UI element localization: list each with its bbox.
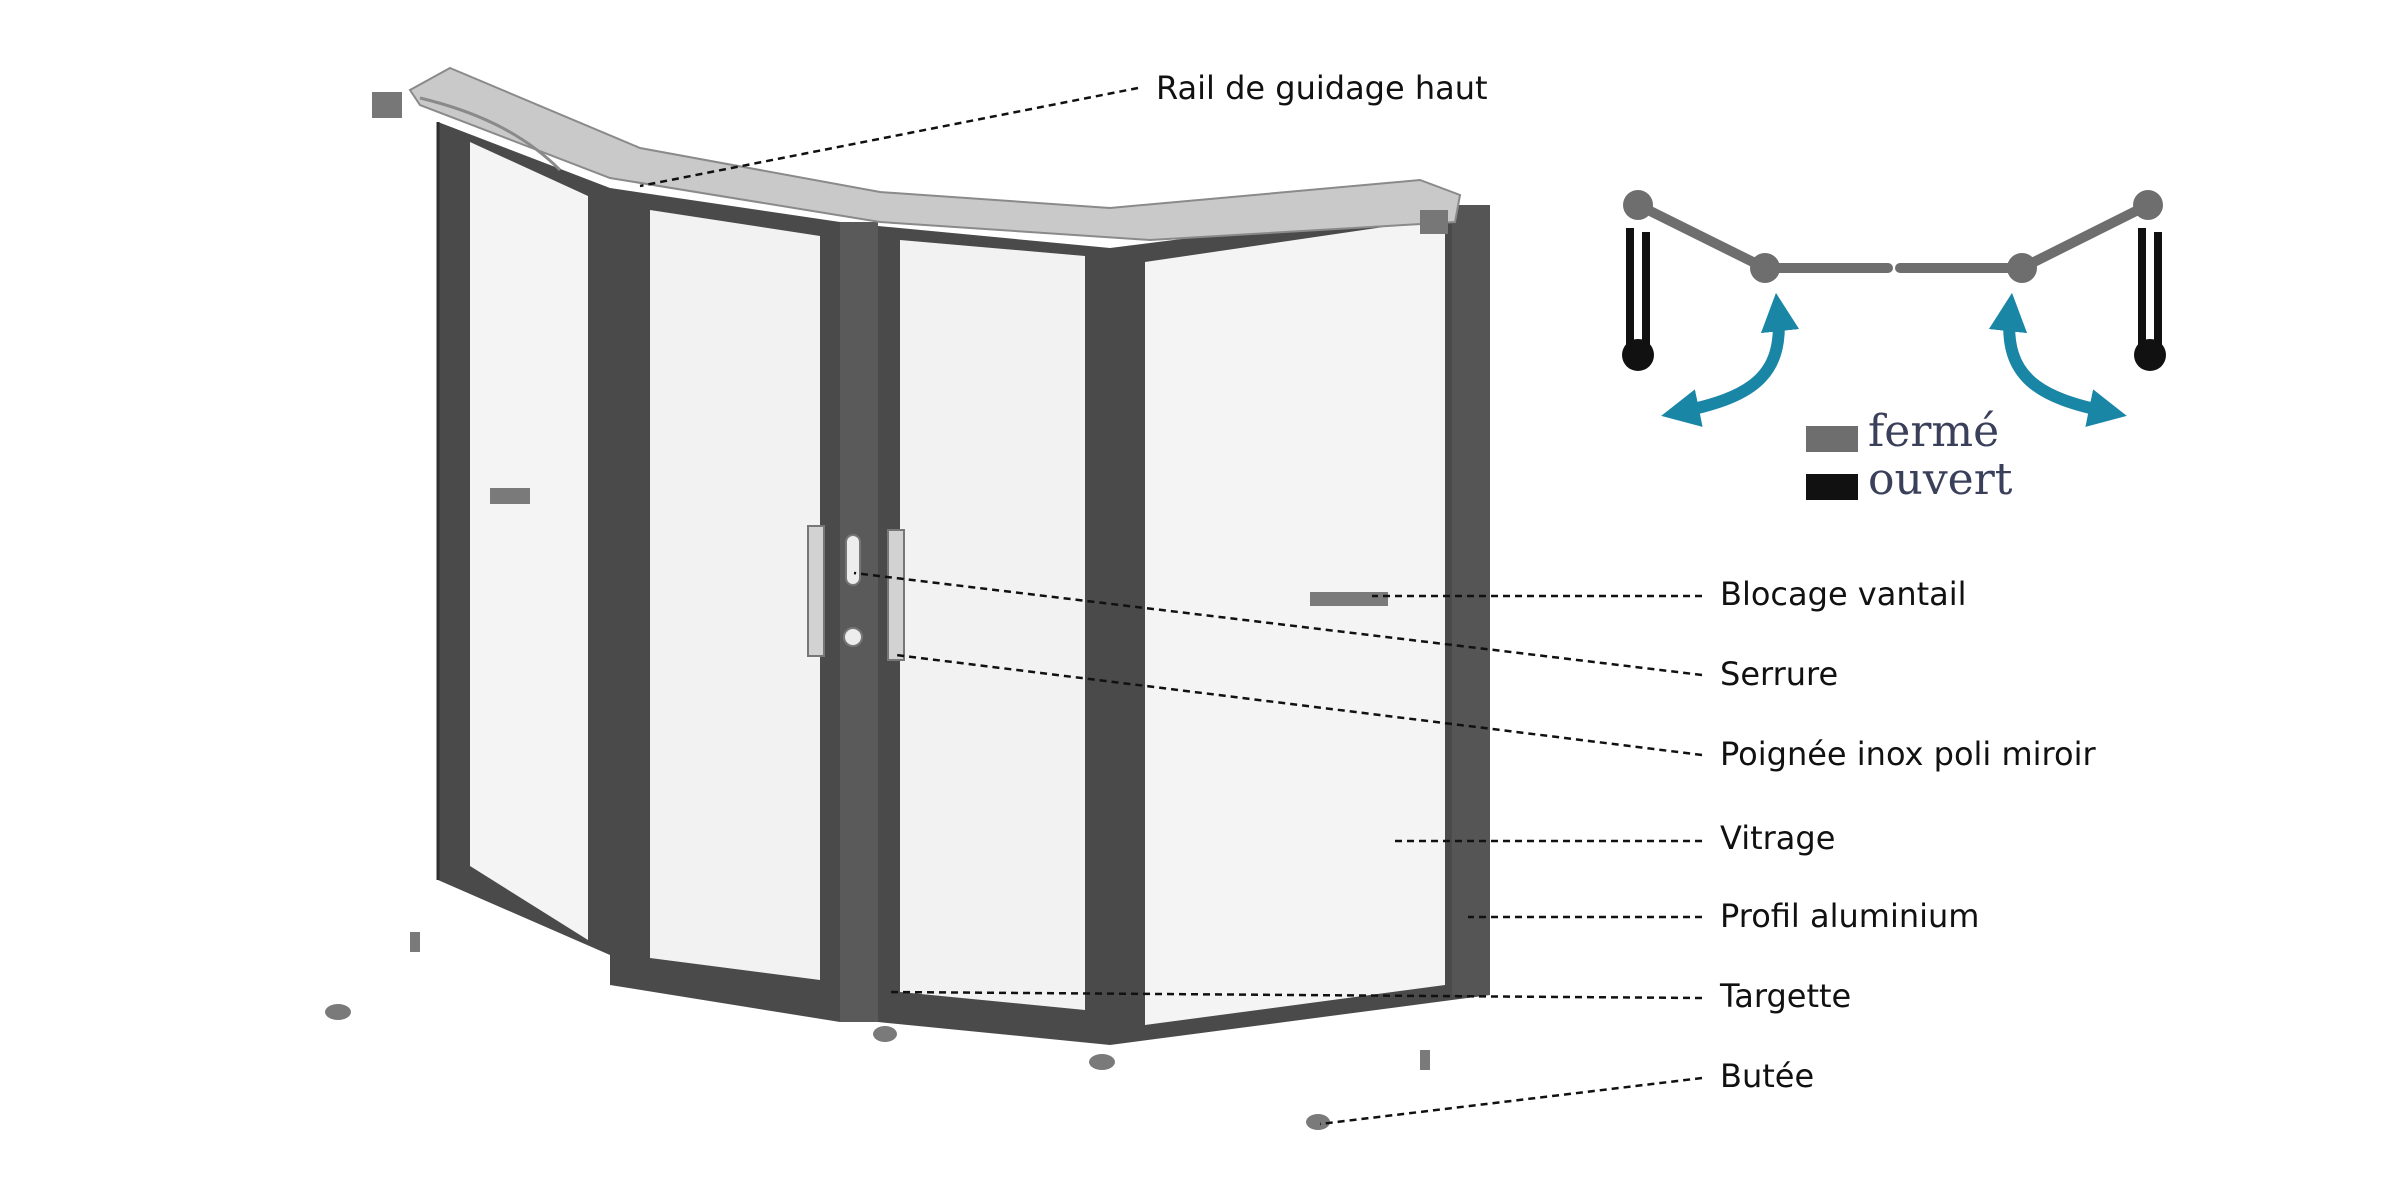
leader-poignee	[895, 653, 1703, 757]
opening-schema	[1622, 190, 2166, 427]
legend-open-swatch	[1806, 474, 1858, 500]
label-poignee: Poignée inox poli miroir	[1720, 735, 2096, 773]
label-targette: Targette	[1720, 977, 1852, 1015]
right-panel	[1110, 205, 1490, 1045]
legend-closed-label: fermé	[1868, 406, 2000, 457]
leader-rail	[639, 86, 1139, 188]
left-panel	[436, 122, 610, 955]
leaf-2	[878, 226, 1110, 1045]
arrow-icon	[1988, 292, 2127, 427]
label-rail: Rail de guidage haut	[1156, 69, 1488, 107]
leader-serrure	[853, 571, 1703, 677]
label-vitrage: Vitrage	[1720, 819, 1836, 857]
top-guide-rail	[372, 66, 1462, 242]
legend-closed-swatch	[1806, 426, 1858, 452]
leaf-block-left	[490, 488, 530, 504]
leader-butee	[1319, 1076, 1703, 1126]
leaf-1	[610, 188, 840, 1022]
leaf-block-right	[1310, 592, 1388, 606]
open-position	[1622, 228, 2166, 371]
center-mullion	[840, 222, 878, 1022]
legend-open-label: ouvert	[1868, 454, 2013, 505]
leader-targette	[887, 990, 1703, 1000]
closed-position	[1633, 200, 2153, 273]
leader-lines	[639, 86, 1703, 1126]
hinge-dot-icon	[1623, 190, 2163, 283]
label-profil: Profil aluminium	[1720, 897, 1980, 935]
door-handles	[807, 525, 905, 661]
label-serrure: Serrure	[1720, 655, 1839, 693]
label-blocage: Blocage vantail	[1720, 575, 1967, 613]
label-butee: Butée	[1720, 1057, 1815, 1095]
arrow-icon	[1661, 292, 1800, 427]
floor-stops	[325, 932, 1430, 1130]
door-assembly	[325, 66, 1490, 1130]
